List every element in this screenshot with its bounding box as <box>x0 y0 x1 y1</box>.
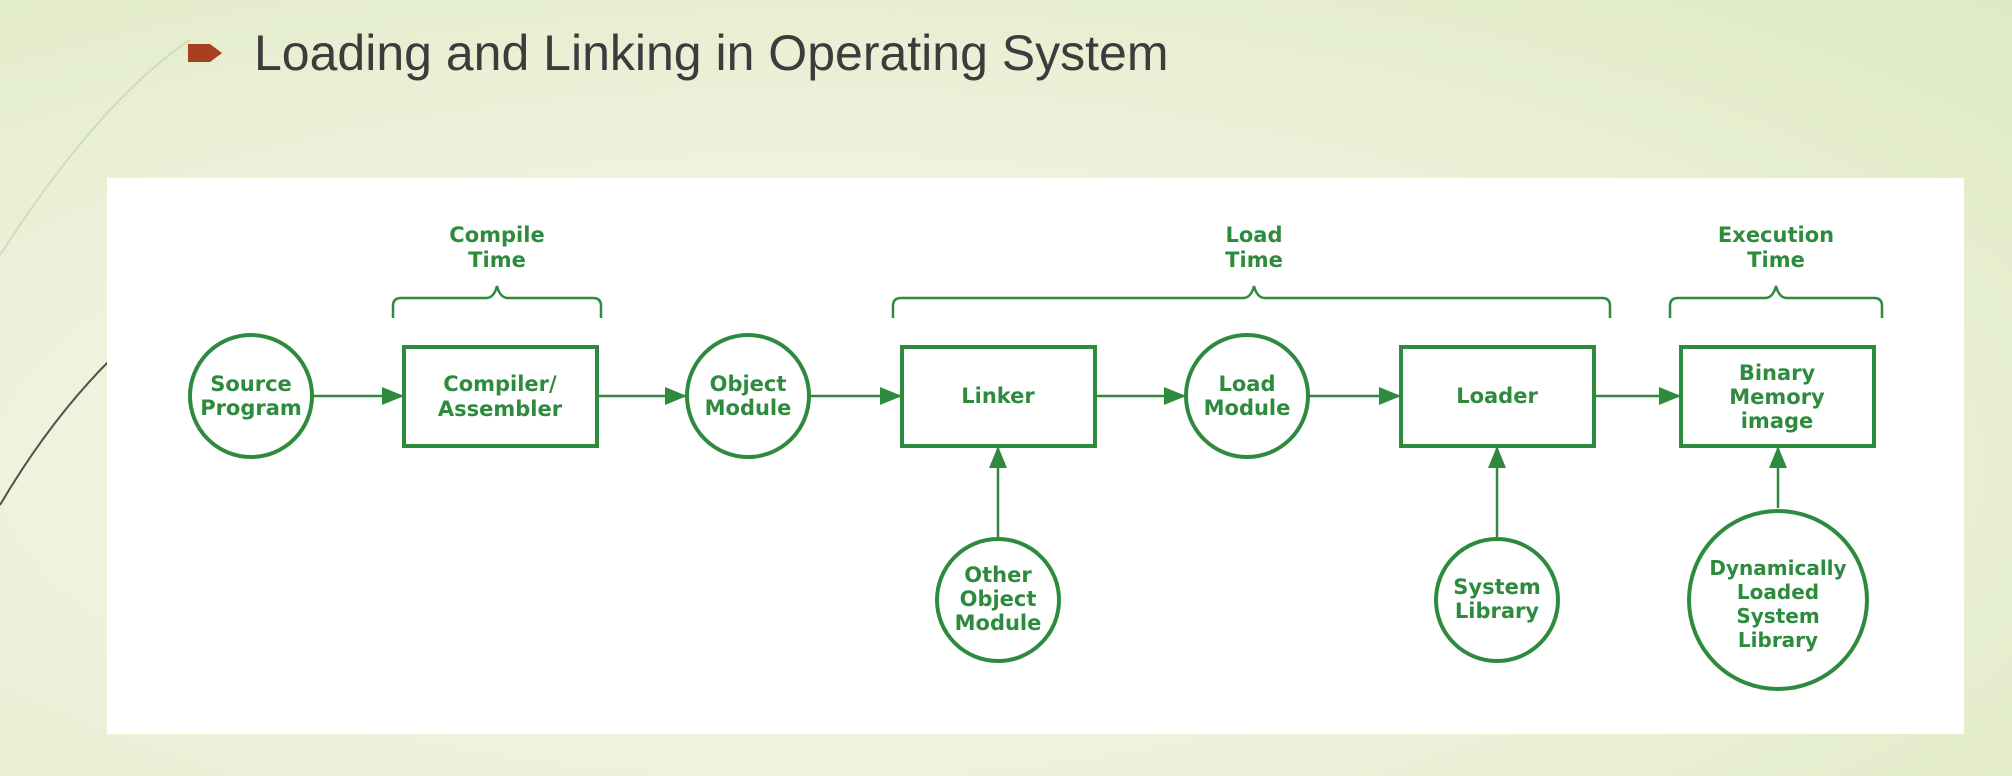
object-module-label-2: Module <box>705 396 792 420</box>
load-module-label-1: Load <box>1218 372 1275 396</box>
system-library-label-2: Library <box>1455 599 1539 623</box>
compile-time-label-1: Compile <box>449 223 544 247</box>
system-library-label-1: System <box>1453 575 1540 599</box>
load-time-label-2: Time <box>1225 248 1283 272</box>
loader-label: Loader <box>1456 384 1538 408</box>
load-module-node: Load Module <box>1184 333 1310 459</box>
other-object-label-3: Module <box>955 611 1042 635</box>
binary-label-1: Binary <box>1739 361 1816 385</box>
load-time-label-1: Load <box>1225 223 1282 247</box>
other-object-label-1: Other <box>964 563 1032 587</box>
dynamic-library-node: Dynamically Loaded System Library <box>1687 509 1869 691</box>
load-time-label: Load Time <box>1225 223 1283 272</box>
source-program-node: Source Program <box>188 333 314 459</box>
other-object-label-2: Object <box>960 587 1037 611</box>
slide-title-text: Loading and Linking in Operating System <box>254 25 1169 81</box>
execution-time-label: Execution Time <box>1718 223 1834 272</box>
binary-label-2: Memory <box>1729 385 1825 409</box>
diagram-panel: Source Program Compiler/ Assembler Objec… <box>107 178 1964 734</box>
arrow-bullet-icon <box>188 44 222 62</box>
source-program-label-1: Source <box>210 372 292 396</box>
object-module-node: Object Module <box>685 333 811 459</box>
load-module-label-2: Module <box>1204 396 1291 420</box>
compiler-assembler-node: Compiler/ Assembler <box>402 345 599 448</box>
loading-linking-diagram: Source Program Compiler/ Assembler Objec… <box>188 223 1884 691</box>
object-module-label-1: Object <box>710 372 787 396</box>
load-time-brace <box>891 285 1612 318</box>
binary-label-3: image <box>1741 409 1814 433</box>
dynamic-library-label-3: System <box>1736 604 1819 628</box>
linker-label: Linker <box>961 384 1035 408</box>
flow-arrows <box>313 387 1787 538</box>
system-library-node: System Library <box>1434 537 1560 663</box>
dynamic-library-label-4: Library <box>1738 628 1818 652</box>
dynamic-library-label-2: Loaded <box>1737 580 1819 604</box>
source-program-label-2: Program <box>200 396 302 420</box>
slide-title: Loading and Linking in Operating System <box>186 18 1168 88</box>
other-object-module-node: Other Object Module <box>935 537 1061 663</box>
binary-memory-image-node: Binary Memory image <box>1679 345 1876 448</box>
execution-time-label-1: Execution <box>1718 223 1834 247</box>
execution-time-brace <box>1668 285 1884 318</box>
execution-time-label-2: Time <box>1747 248 1805 272</box>
compile-time-label: Compile Time <box>449 223 544 272</box>
compiler-label-1: Compiler/ <box>443 372 557 396</box>
linker-node: Linker <box>900 345 1097 448</box>
compiler-label-2: Assembler <box>438 397 563 421</box>
dynamic-library-label-1: Dynamically <box>1709 556 1846 580</box>
loader-node: Loader <box>1399 345 1596 448</box>
compile-time-label-2: Time <box>468 248 526 272</box>
compile-time-brace <box>391 285 603 318</box>
